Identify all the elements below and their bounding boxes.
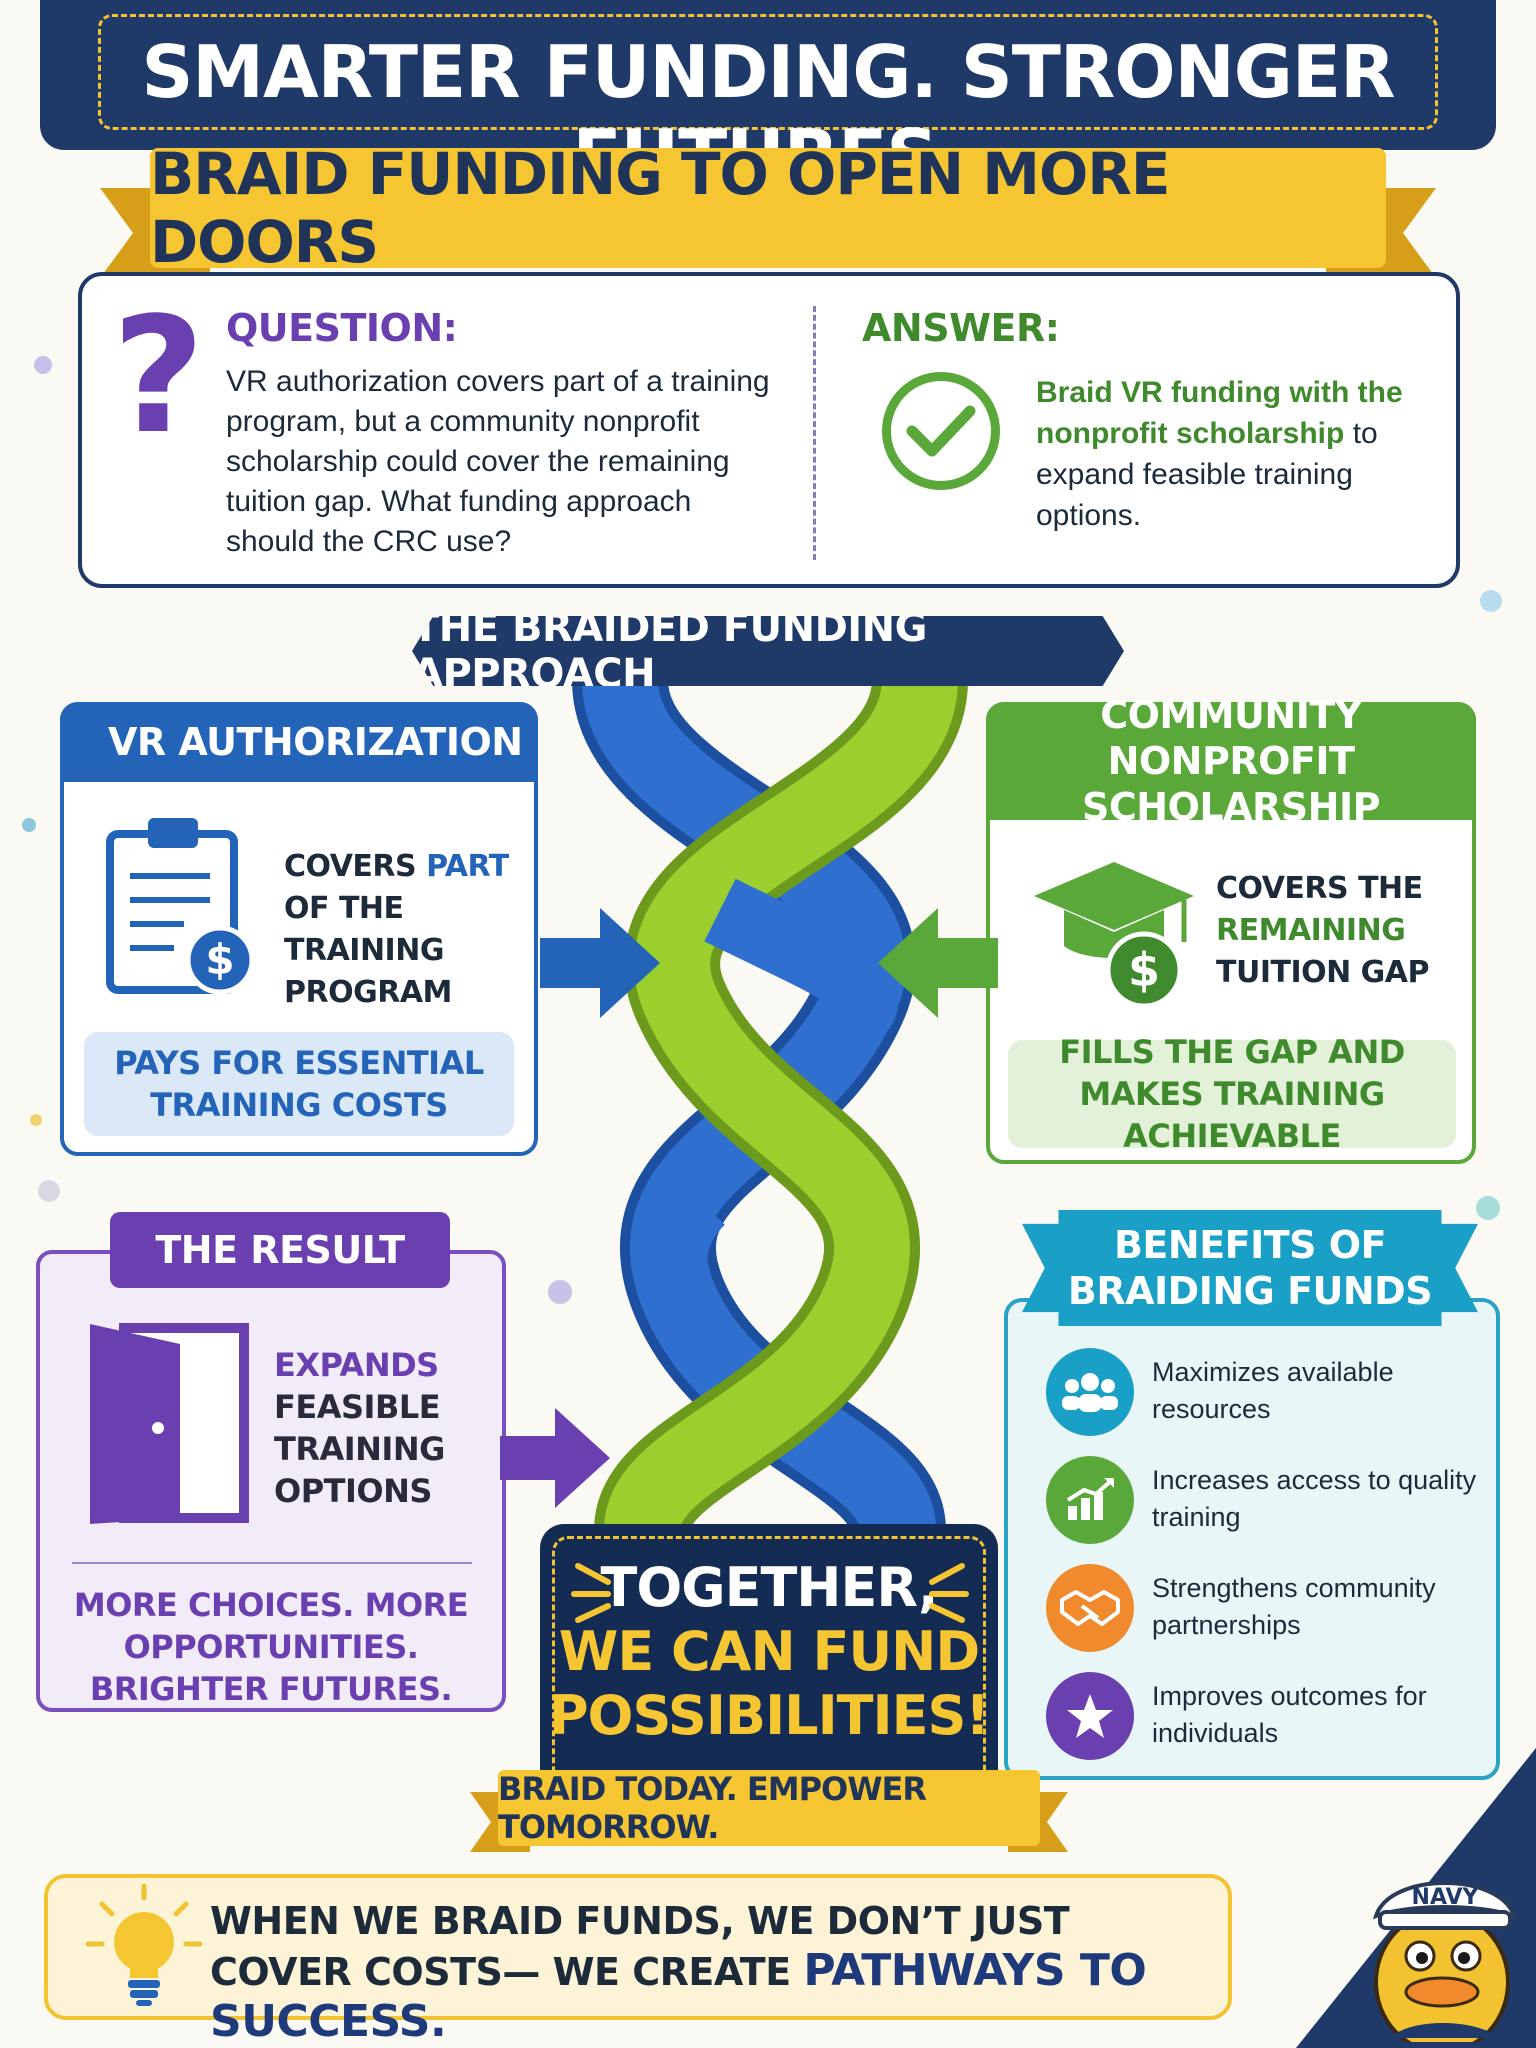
approach-title: THE BRAIDED FUNDING APPROACH bbox=[412, 605, 927, 697]
decor-dot bbox=[1476, 1196, 1500, 1220]
together-line2: WE CAN FUND POSSIBILITIES! bbox=[548, 1620, 990, 1747]
qa-panel bbox=[78, 272, 1460, 588]
clipboard-dollar-icon: $ bbox=[106, 818, 254, 995]
np-text-remaining: REMAINING bbox=[1216, 913, 1406, 948]
result-text-b: FEASIBLE TRAINING OPTIONS bbox=[274, 1388, 445, 1510]
growth-chart-icon bbox=[1046, 1456, 1134, 1544]
qa-divider bbox=[813, 306, 816, 560]
question-heading: QUESTION: bbox=[226, 306, 458, 350]
np-text-c: TUITION GAP bbox=[1216, 955, 1430, 990]
people-icon bbox=[1046, 1348, 1134, 1436]
question-mark-icon: ? bbox=[112, 282, 205, 469]
decor-dot bbox=[22, 818, 36, 832]
benefits-title: BENEFITS OF BRAIDING FUNDS bbox=[1067, 1223, 1433, 1313]
question-text: VR authorization covers part of a traini… bbox=[226, 365, 770, 558]
decor-dot bbox=[30, 1114, 42, 1126]
ribbon-main: BRAID FUNDING TO OPEN MORE DOORS bbox=[150, 140, 1386, 276]
np-footer-text: FILLS THE GAP AND MAKES TRAINING ACHIEVA… bbox=[1059, 1033, 1405, 1155]
benefit-item: Maximizes available resources bbox=[1046, 1348, 1486, 1438]
arrow-right-icon bbox=[500, 1408, 610, 1508]
arrow-left-icon bbox=[878, 908, 998, 1018]
vr-card-footer: PAYS FOR ESSENTIAL TRAINING COSTS bbox=[84, 1032, 514, 1136]
benefit-label: Improves outcomes for individuals bbox=[1152, 1681, 1427, 1748]
nonprofit-card-footer: FILLS THE GAP AND MAKES TRAINING ACHIEVA… bbox=[1008, 1033, 1456, 1155]
result-card-title: THE RESULT bbox=[155, 1228, 405, 1272]
vr-footer-text: PAYS FOR ESSENTIAL TRAINING COSTS bbox=[114, 1044, 484, 1124]
answer-heading: ANSWER: bbox=[862, 306, 1060, 350]
header-banner bbox=[40, 0, 1496, 150]
vr-card-title: VR AUTHORIZATION bbox=[108, 720, 523, 764]
svg-text:$: $ bbox=[205, 935, 234, 984]
decor-dot bbox=[1480, 590, 1502, 612]
bottom-banner bbox=[44, 1874, 1232, 2020]
result-card-header: THE RESULT bbox=[110, 1212, 450, 1288]
bottom-text: WHEN WE BRAID FUNDS, WE DON’T JUST COVER… bbox=[210, 1899, 1070, 1994]
benefit-item: Improves outcomes for individuals bbox=[1046, 1672, 1486, 1762]
benefit-item: Strengthens community partnerships bbox=[1046, 1564, 1486, 1654]
braid-illustration bbox=[572, 680, 968, 1560]
result-text-expands: EXPANDS bbox=[274, 1346, 439, 1384]
handshake-icon bbox=[1046, 1564, 1134, 1652]
graduation-cap-dollar-icon: $ bbox=[1034, 862, 1194, 1009]
vr-text-part: PART bbox=[426, 849, 509, 884]
np-text-a: COVERS THE bbox=[1216, 871, 1423, 906]
together-line1: TOGETHER, bbox=[600, 1556, 939, 1619]
approach-title-banner: THE BRAIDED FUNDING APPROACH bbox=[412, 616, 1124, 686]
check-circle-icon bbox=[882, 372, 1000, 490]
svg-text:$: $ bbox=[1128, 943, 1160, 997]
decor-dot bbox=[548, 1280, 572, 1304]
benefit-label: Increases access to quality training bbox=[1152, 1465, 1477, 1532]
vr-text-a: COVERS bbox=[284, 849, 427, 884]
spark-lines-icon bbox=[929, 1563, 969, 1623]
decor-dot bbox=[34, 356, 52, 374]
arrow-right-icon bbox=[540, 908, 660, 1018]
bottom-message: WHEN WE BRAID FUNDS, WE DON’T JUST COVER… bbox=[210, 1896, 1220, 2048]
nonprofit-card-title: COMMUNITY NONPROFIT SCHOLARSHIP bbox=[1082, 693, 1380, 829]
mascot-hat-text: NAVY bbox=[1412, 1885, 1480, 1910]
together-ribbon-main: BRAID TODAY. EMPOWER TOMORROW. bbox=[498, 1770, 1040, 1846]
result-footer: MORE CHOICES. MORE OPPORTUNITIES. BRIGHT… bbox=[73, 1586, 469, 1708]
together-ribbon-text: BRAID TODAY. EMPOWER TOMORROW. bbox=[498, 1770, 927, 1846]
answer-text: Braid VR funding with the nonprofit scho… bbox=[1036, 372, 1436, 536]
lightbulb-icon bbox=[85, 1883, 203, 2006]
spark-lines-icon bbox=[571, 1563, 611, 1623]
benefit-item: Increases access to quality training bbox=[1046, 1456, 1486, 1546]
answer-rest: to expand feasible training options. bbox=[1036, 417, 1378, 532]
star-icon bbox=[1046, 1672, 1134, 1760]
decor-dot bbox=[38, 1180, 60, 1202]
together-ribbon: BRAID TODAY. EMPOWER TOMORROW. bbox=[470, 1770, 1068, 1860]
page-subtitle: BRAID FUNDING TO OPEN MORE DOORS bbox=[150, 140, 1171, 276]
result-card-text: EXPANDS FEASIBLE TRAINING OPTIONS bbox=[274, 1344, 474, 1512]
together-text: TOGETHER, WE CAN FUND POSSIBILITIES! bbox=[540, 1556, 998, 1748]
result-divider bbox=[72, 1562, 472, 1564]
vr-card-text: COVERS PART OF THE TRAINING PROGRAM bbox=[284, 846, 524, 1014]
subtitle-ribbon: BRAID FUNDING TO OPEN MORE DOORS bbox=[100, 140, 1436, 288]
benefit-label: Maximizes available resources bbox=[1152, 1357, 1394, 1424]
answer-highlight: Braid VR funding with the nonprofit scho… bbox=[1036, 376, 1403, 450]
vr-card-header: VR AUTHORIZATION bbox=[60, 702, 538, 782]
bottom-highlight: PATHWAYS TO SUCCESS. bbox=[210, 1945, 1147, 2047]
nonprofit-card-text: COVERS THE REMAINING TUITION GAP bbox=[1216, 868, 1456, 994]
nonprofit-card-header: COMMUNITY NONPROFIT SCHOLARSHIP bbox=[986, 693, 1476, 829]
vr-text-c: OF THE TRAINING PROGRAM bbox=[284, 891, 452, 1010]
benefit-label: Strengthens community partnerships bbox=[1152, 1573, 1436, 1640]
open-door-icon bbox=[90, 1323, 249, 1524]
navy-duck-mascot-icon: NAVY bbox=[1372, 1881, 1518, 2042]
benefits-header: BENEFITS OF BRAIDING FUNDS bbox=[1022, 1210, 1478, 1326]
